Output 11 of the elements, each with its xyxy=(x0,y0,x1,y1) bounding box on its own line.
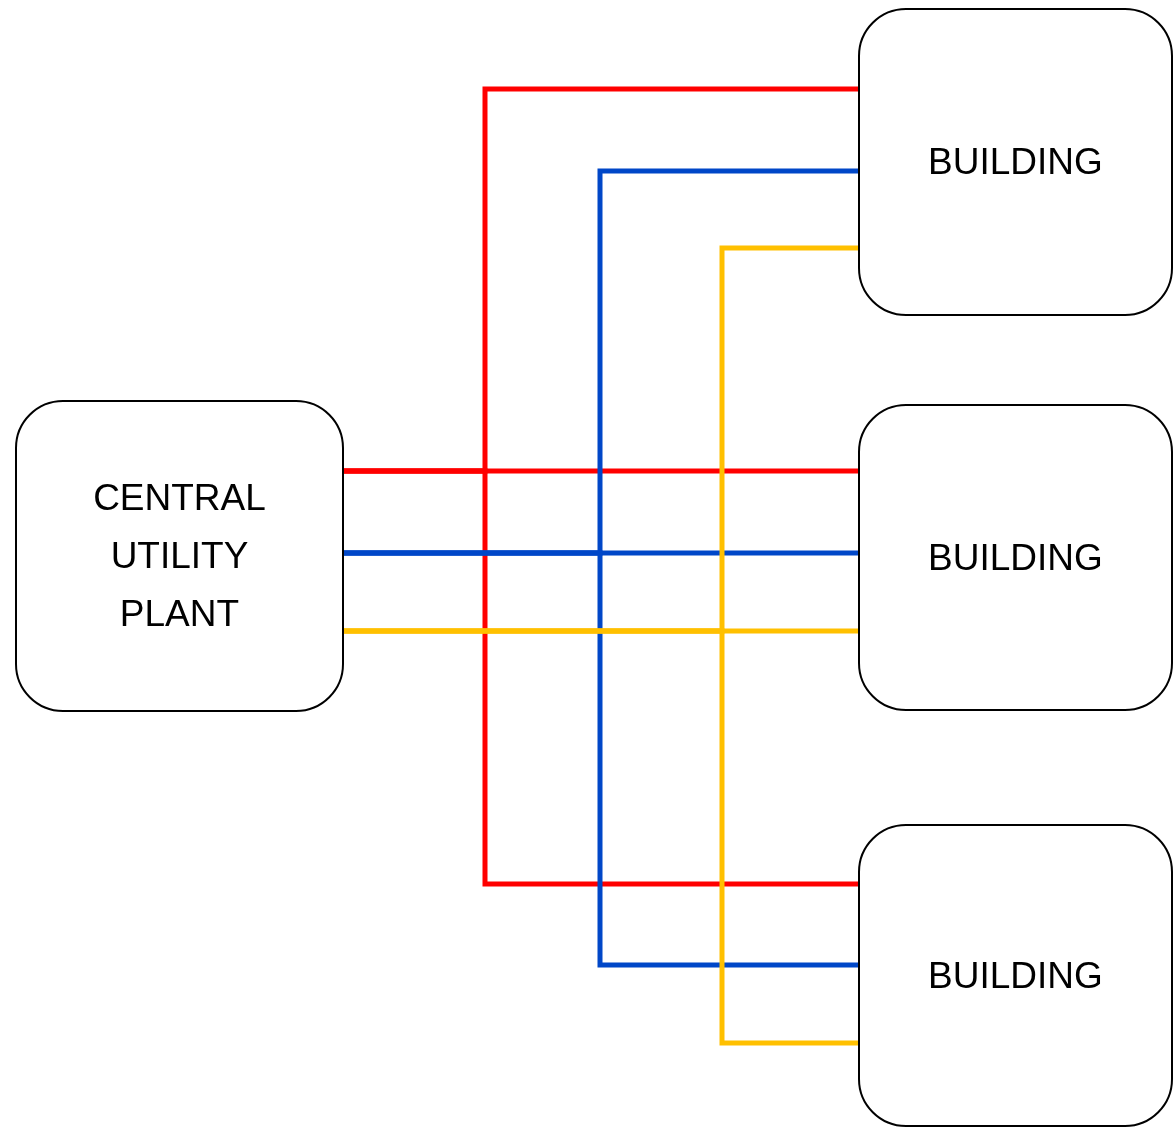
rounded-box xyxy=(858,404,1173,711)
rounded-box xyxy=(15,400,344,712)
node-label: BUILDING xyxy=(928,953,1103,998)
rounded-box xyxy=(858,8,1173,316)
node-label: BUILDING xyxy=(928,535,1103,580)
node-label: CENTRAL UTILITY PLANT xyxy=(92,476,267,636)
pipe-line xyxy=(344,468,858,887)
node-label: BUILDING xyxy=(928,140,1103,184)
pipe-line xyxy=(344,628,858,1046)
rounded-box xyxy=(858,824,1173,1127)
pipe-line xyxy=(344,550,858,968)
